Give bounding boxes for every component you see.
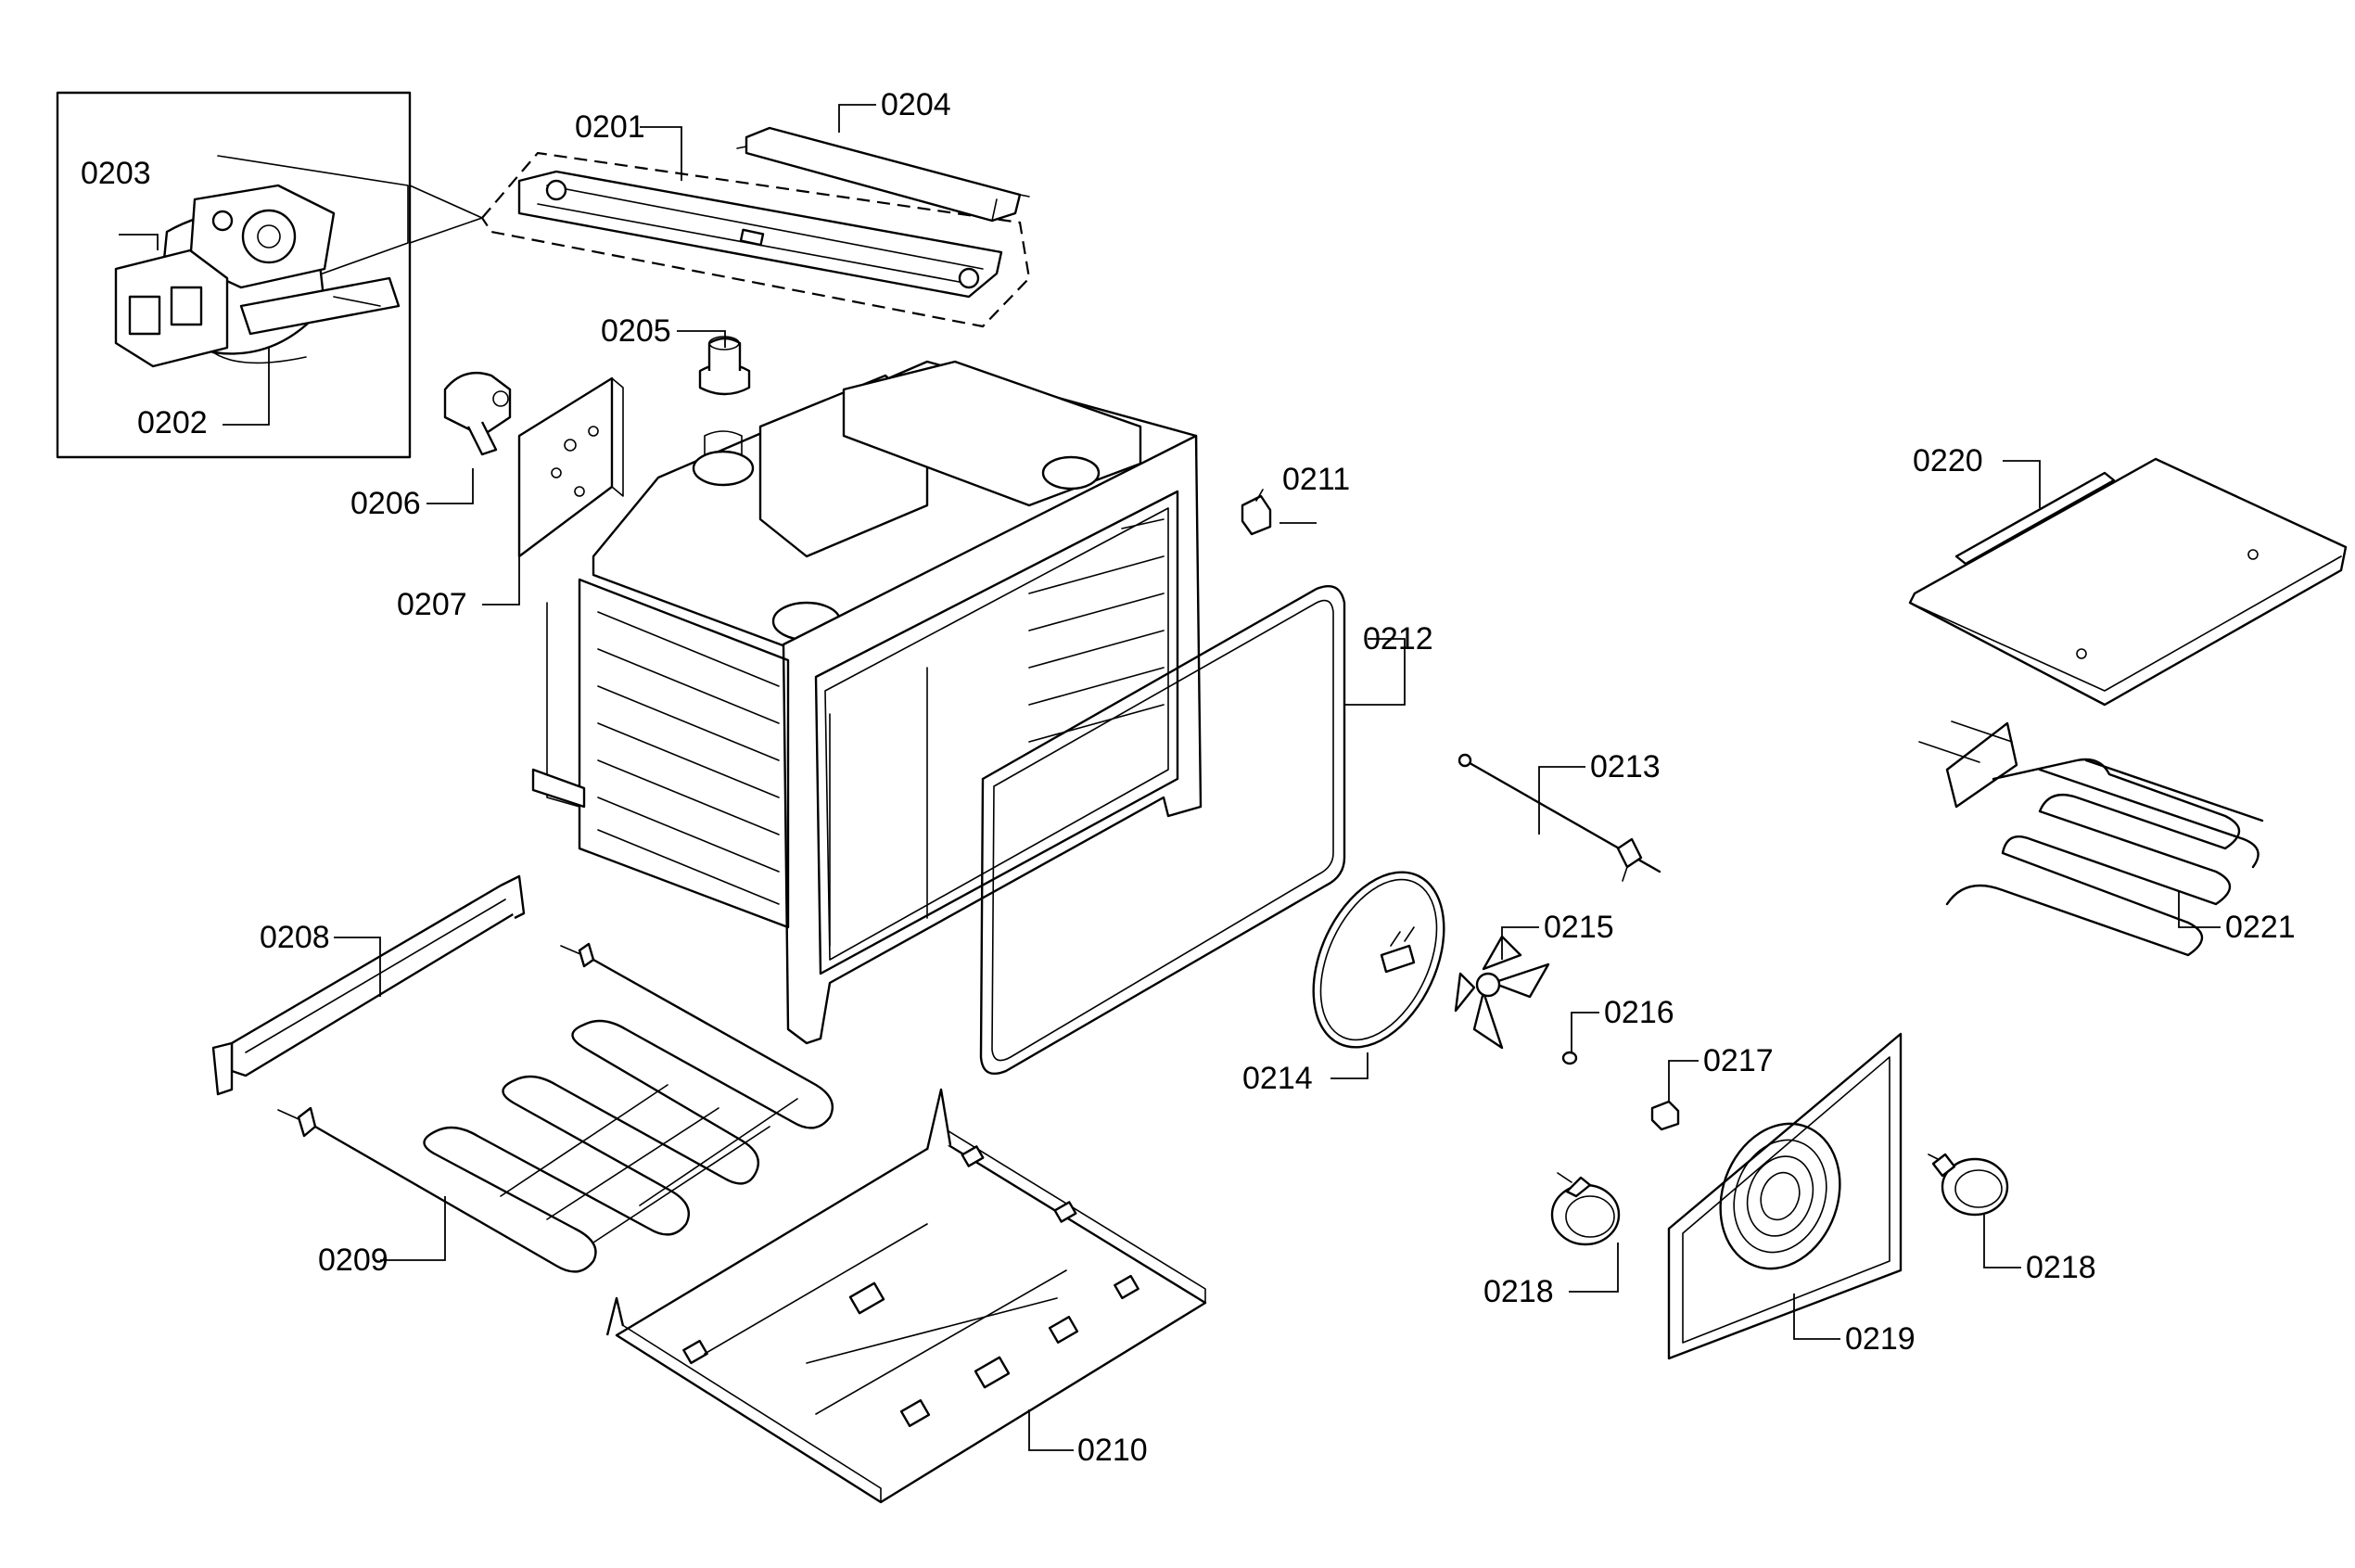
callout-0214: 0214 [1242, 1061, 1313, 1096]
callout-0213: 0213 [1590, 749, 1661, 784]
lamp-cover [1650, 1100, 1680, 1131]
top-strip [736, 126, 1030, 223]
oven-bottom-panel [605, 1088, 1207, 1504]
callout-0205: 0205 [601, 313, 671, 349]
callout-0220: 0220 [1913, 443, 1983, 478]
mounting-plate [517, 376, 624, 558]
callout-0204: 0204 [881, 87, 951, 122]
callout-0210: 0210 [1077, 1433, 1148, 1468]
callout-0208: 0208 [260, 920, 330, 955]
top-rail-assembly [480, 151, 1031, 328]
callout-0203: 0203 [81, 156, 151, 191]
oven-cavity [531, 360, 1203, 1045]
callout-0217: 0217 [1703, 1043, 1774, 1078]
oven-lamp-left [1550, 1172, 1621, 1246]
callout-0219: 0219 [1845, 1321, 1916, 1357]
convection-ring-element [1312, 871, 1445, 1049]
connector-plug [1241, 489, 1272, 536]
rack-rails-left [597, 611, 780, 905]
rack-rails-right [1028, 518, 1165, 743]
rack-support-rail [211, 874, 526, 1096]
callout-0201: 0201 [575, 109, 645, 145]
callout-0207: 0207 [397, 587, 467, 622]
cooling-fan-motor [114, 155, 409, 368]
callout-0202: 0202 [137, 405, 208, 440]
callout-0215: 0215 [1544, 910, 1614, 945]
door-latch [443, 371, 512, 456]
callout-0209: 0209 [318, 1243, 388, 1278]
callout-0221: 0221 [2225, 910, 2296, 945]
temperature-probe [1458, 753, 1661, 882]
callout-0218-left: 0218 [1483, 1274, 1554, 1309]
bake-heating-element [277, 942, 834, 1273]
callout-0206: 0206 [350, 486, 421, 521]
callout-0218-right: 0218 [2026, 1250, 2096, 1285]
fan-nut [1561, 1051, 1578, 1065]
bottom-panel-clips [682, 1145, 1139, 1427]
callout-0211: 0211 [1282, 462, 1350, 497]
top-cover-plate [1908, 457, 2348, 707]
rear-fan-cover [1667, 1032, 1903, 1360]
callout-labels: 0201 0202 0203 0204 0205 0206 0207 0208 … [81, 87, 2296, 1468]
leader-lines [119, 104, 2221, 1451]
thermostat-knob [698, 336, 751, 396]
door-gasket [979, 584, 1346, 1076]
callout-0216: 0216 [1604, 995, 1674, 1030]
inset-box [56, 91, 483, 459]
oven-lamp-right [1928, 1153, 2009, 1217]
callout-0212: 0212 [1363, 621, 1433, 657]
broil-heating-element [1918, 720, 2264, 957]
